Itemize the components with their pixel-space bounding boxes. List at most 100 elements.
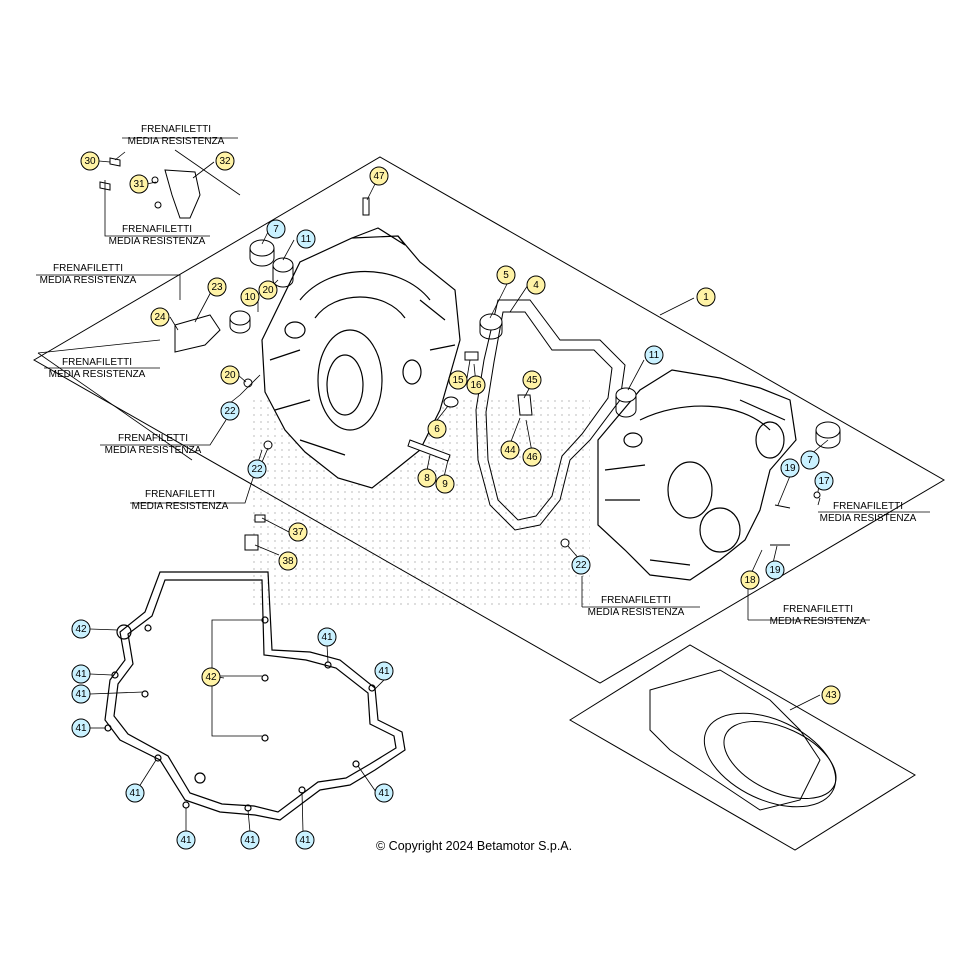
badge-circle xyxy=(374,661,394,681)
part-badge-41[interactable]: 41 xyxy=(295,830,315,850)
badge-number: 38 xyxy=(282,556,294,567)
part-badge-41[interactable]: 41 xyxy=(176,830,196,850)
part-badge-18[interactable]: 18 xyxy=(740,570,760,590)
badge-number: 23 xyxy=(211,282,223,293)
svg-text:FRENAFILETTI: FRENAFILETTI xyxy=(62,357,132,368)
badge-circle xyxy=(765,560,785,580)
part-badge-19[interactable]: 19 xyxy=(780,458,800,478)
badge-number: 17 xyxy=(818,476,830,487)
svg-text:FRENAFILETTI: FRENAFILETTI xyxy=(783,604,853,615)
badge-number: 10 xyxy=(244,292,256,303)
part-badge-10[interactable]: 10 xyxy=(240,287,260,307)
part-badge-23[interactable]: 23 xyxy=(207,277,227,297)
badge-number: 19 xyxy=(784,463,796,474)
badge-circle xyxy=(696,287,716,307)
part-badge-19[interactable]: 19 xyxy=(765,560,785,580)
assembly-frame xyxy=(33,156,945,684)
badge-number: 16 xyxy=(470,380,482,391)
badge-circle xyxy=(435,474,455,494)
badge-circle xyxy=(71,619,91,639)
badge-number: 20 xyxy=(262,285,274,296)
badge-number: 22 xyxy=(251,464,263,475)
part-badge-41[interactable]: 41 xyxy=(374,661,394,681)
part-badge-20[interactable]: 20 xyxy=(258,280,278,300)
badge-number: 44 xyxy=(504,445,516,456)
part-badge-17[interactable]: 17 xyxy=(814,471,834,491)
part-badge-32[interactable]: 32 xyxy=(215,151,235,171)
part-badge-8[interactable]: 8 xyxy=(417,468,437,488)
part-badge-4[interactable]: 4 xyxy=(526,275,546,295)
badge-number: 41 xyxy=(75,723,87,734)
part-badge-43[interactable]: 43 xyxy=(821,685,841,705)
part-badge-41[interactable]: 41 xyxy=(71,718,91,738)
part-badge-45[interactable]: 45 xyxy=(522,370,542,390)
part-badge-22[interactable]: 22 xyxy=(571,555,591,575)
badge-number: 41 xyxy=(75,669,87,680)
part-badge-1[interactable]: 1 xyxy=(696,287,716,307)
badge-number: 9 xyxy=(442,479,448,490)
badge-number: 8 xyxy=(424,473,430,484)
part-badge-6[interactable]: 6 xyxy=(427,419,447,439)
svg-text:FRENAFILETTI: FRENAFILETTI xyxy=(141,124,211,135)
part-badge-7[interactable]: 7 xyxy=(266,219,286,239)
part-badge-9[interactable]: 9 xyxy=(435,474,455,494)
badge-circle xyxy=(369,166,389,186)
crankcase-gasket-detail[interactable] xyxy=(104,571,406,821)
part-badge-42[interactable]: 42 xyxy=(71,619,91,639)
part-badge-38[interactable]: 38 xyxy=(278,551,298,571)
badge-circle xyxy=(80,151,100,171)
part-badge-11[interactable]: 11 xyxy=(644,345,664,365)
svg-text:MEDIA RESISTENZA: MEDIA RESISTENZA xyxy=(128,136,225,147)
crankcase-right-half[interactable] xyxy=(597,369,797,581)
part-badge-22[interactable]: 22 xyxy=(220,401,240,421)
part-badge-16[interactable]: 16 xyxy=(466,375,486,395)
part-badge-41[interactable]: 41 xyxy=(240,830,260,850)
part-badge-42[interactable]: 42 xyxy=(201,667,221,687)
part-badge-20[interactable]: 20 xyxy=(220,365,240,385)
part-badge-24[interactable]: 24 xyxy=(150,307,170,327)
badge-number: 42 xyxy=(205,672,217,683)
gasket-kit-box[interactable] xyxy=(569,644,916,851)
badge-number: 41 xyxy=(299,835,311,846)
badge-number: 24 xyxy=(154,312,166,323)
badge-number: 42 xyxy=(75,624,87,635)
part-badge-46[interactable]: 46 xyxy=(522,447,542,467)
badge-circle xyxy=(278,551,298,571)
small-parts xyxy=(99,157,841,551)
part-badge-44[interactable]: 44 xyxy=(500,440,520,460)
badge-circle xyxy=(125,783,145,803)
badge-number: 37 xyxy=(292,527,304,538)
badge-number: 41 xyxy=(75,689,87,700)
svg-text:MEDIA RESISTENZA: MEDIA RESISTENZA xyxy=(109,236,206,247)
part-badge-41[interactable]: 41 xyxy=(125,783,145,803)
part-badge-11[interactable]: 11 xyxy=(296,229,316,249)
part-badge-37[interactable]: 37 xyxy=(288,522,308,542)
svg-text:MEDIA RESISTENZA: MEDIA RESISTENZA xyxy=(132,501,229,512)
part-badge-7[interactable]: 7 xyxy=(800,450,820,470)
badge-number: 11 xyxy=(301,234,312,245)
part-badge-47[interactable]: 47 xyxy=(369,166,389,186)
part-badge-15[interactable]: 15 xyxy=(448,370,468,390)
badge-number: 45 xyxy=(526,375,538,386)
badge-number: 7 xyxy=(807,455,813,466)
part-badge-30[interactable]: 30 xyxy=(80,151,100,171)
part-badge-41[interactable]: 41 xyxy=(317,627,337,647)
badge-number: 4 xyxy=(533,280,539,291)
badge-circle xyxy=(240,287,260,307)
center-gasket[interactable] xyxy=(475,299,626,531)
part-badge-41[interactable]: 41 xyxy=(374,783,394,803)
badge-number: 47 xyxy=(373,171,385,182)
part-badge-5[interactable]: 5 xyxy=(496,265,516,285)
svg-text:MEDIA RESISTENZA: MEDIA RESISTENZA xyxy=(588,607,685,618)
part-badge-22[interactable]: 22 xyxy=(247,459,267,479)
part-badge-41[interactable]: 41 xyxy=(71,664,91,684)
badge-number: 18 xyxy=(744,575,756,586)
part-badge-41[interactable]: 41 xyxy=(71,684,91,704)
part-badge-31[interactable]: 31 xyxy=(129,174,149,194)
